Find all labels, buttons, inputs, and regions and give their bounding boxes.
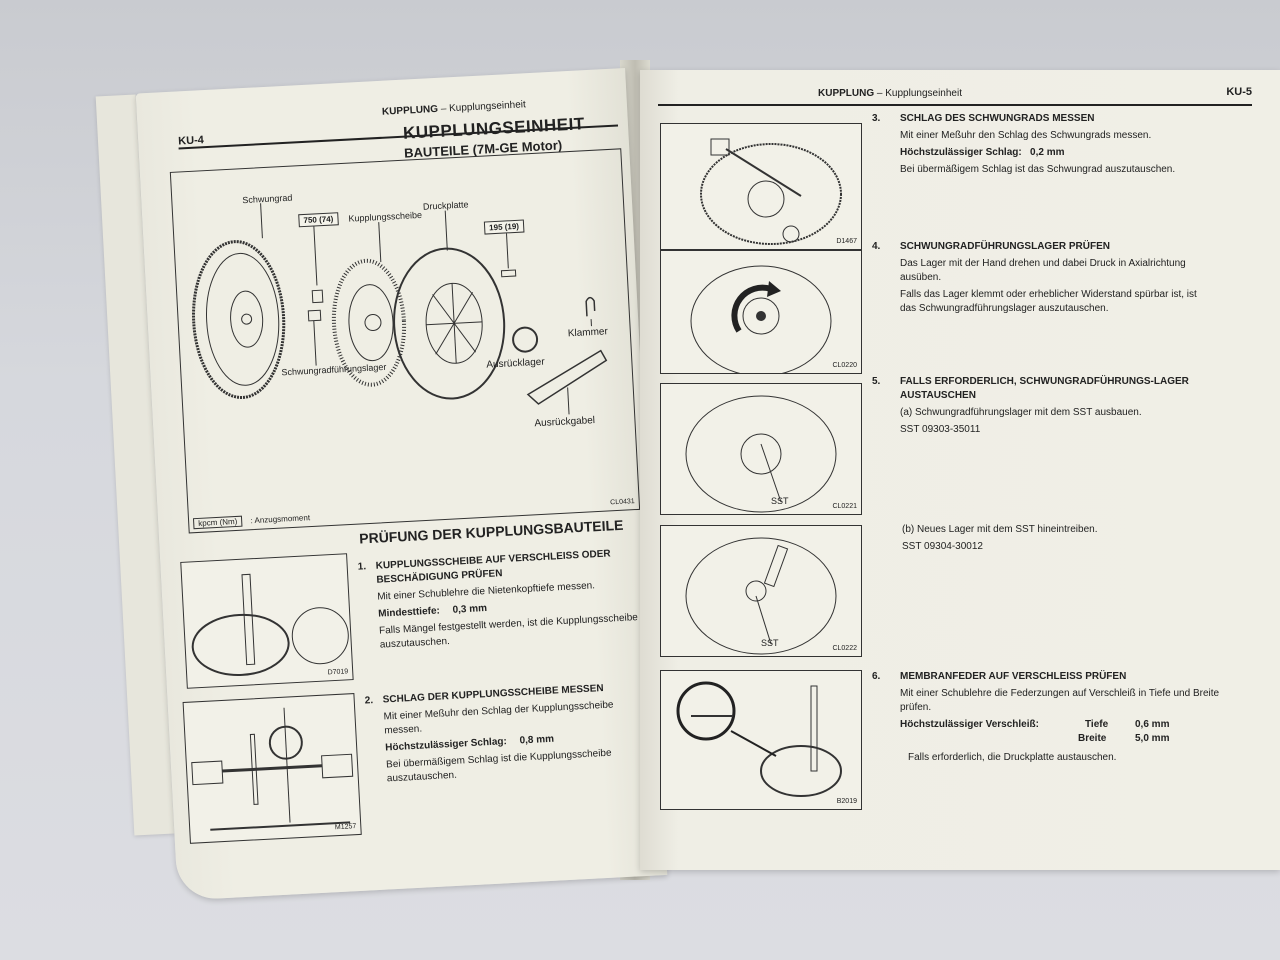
substep-a: (a) Schwungradführungslager mit dem SST …	[900, 407, 1142, 418]
right-page-header: KUPPLUNG – Kupplungseinheit KU-5	[658, 84, 1252, 110]
step-6: 6. MEMBRANFEDER AUF VERSCHLEISS PRÜFEN M…	[872, 670, 1220, 768]
step-instruction: Mit einer Schublehre die Federzungen auf…	[900, 688, 1220, 713]
step-instruction: Das Lager mit der Hand drehen und dabei …	[900, 258, 1186, 283]
step-number: 2.	[364, 695, 374, 707]
header-rule	[658, 104, 1252, 106]
torque-value-flywheel-bolt: 750 (74)	[298, 212, 339, 228]
header-section: KUPPLUNG	[381, 103, 439, 118]
substep-b: (b) Neues Lager mit dem SST hineintreibe…	[902, 524, 1098, 535]
sst-remove-bearing-illustration-icon	[685, 395, 837, 513]
header-subsection: Kupplungseinheit	[448, 99, 527, 115]
figure-step-4: CL0220	[660, 250, 862, 374]
right-page: KUPPLUNG – Kupplungseinheit KU-5 D1467 3…	[640, 70, 1280, 870]
header-subsection: – Kupplungseinheit	[876, 88, 962, 99]
figure-step-5b: SST CL0222	[660, 525, 862, 657]
figure-step-3: D1467	[660, 123, 862, 250]
left-page: KU-4 KUPPLUNG – Kupplungseinheit KUPPLUN…	[135, 68, 668, 901]
step-number: 3.	[872, 113, 881, 124]
step-1: 1. KUPPLUNGSSCHEIBE AUF VERSCHLEISS ODER…	[357, 546, 640, 655]
sst-number-a: SST 09303-35011	[900, 424, 981, 435]
components-diagram: Schwungrad 750 (74) Kupplungsscheibe Dru…	[169, 148, 641, 534]
figure-code: CL0222	[832, 645, 857, 652]
figure-code: CL0431	[610, 498, 635, 507]
step-instruction: Mit einer Meßuhr den Schlag des Schwungr…	[900, 130, 1152, 141]
spec-label: Höchstzulässiger Verschleiß:	[900, 719, 1039, 730]
step-2: 2. SCHLAG DER KUPPLUNGSSCHEIBE MESSEN Mi…	[364, 680, 647, 789]
spec-label: Höchstzulässiger Schlag:	[384, 736, 508, 754]
spec-width-label: Breite	[1078, 733, 1107, 744]
step-note: Falls erforderlich, die Druckplatte aust…	[908, 752, 1117, 763]
spec-depth-value: 0,6 mm	[1135, 719, 1170, 730]
figure-step-6: B2019	[660, 670, 862, 810]
left-page-header: KU-4 KUPPLUNG – Kupplungseinheit KUPPLUN…	[177, 86, 619, 161]
step-number: 4.	[872, 241, 881, 252]
sst-install-bearing-illustration-icon	[685, 537, 837, 655]
running-header: KUPPLUNG – Kupplungseinheit	[818, 88, 962, 99]
figure-step-2: M1257	[182, 693, 362, 844]
page-number: KU-5	[1226, 86, 1252, 98]
figure-code: B2019	[836, 798, 857, 805]
spec-depth-label: Tiefe	[1085, 719, 1109, 730]
step-heading: MEMBRANFEDER AUF VERSCHLEISS PRÜFEN	[900, 671, 1127, 682]
spec-value: 0,8 mm	[519, 733, 555, 747]
diaphragm-spring-caliper-illustration-icon	[676, 681, 842, 797]
step-5: 5. FALLS ERFORDERLICH, SCHWUNGRADFÜHRUNG…	[872, 375, 1200, 440]
sst-label: SST	[761, 638, 779, 648]
step-5b: (b) Neues Lager mit dem SST hineintreibe…	[902, 520, 1202, 557]
spec-label: Mindesttiefe:	[377, 605, 441, 620]
figure-code: M1257	[334, 823, 357, 832]
step-spec: Höchstzulässiger Schlag: 0,2 mm	[900, 146, 1200, 160]
figure-code: CL0220	[832, 362, 857, 369]
sst-number-b: SST 09304-30012	[902, 541, 983, 552]
step-number: 1.	[357, 561, 367, 573]
torque-value-cover-bolt: 195 (19)	[483, 219, 525, 235]
figure-code: CL0221	[832, 503, 857, 510]
rotate-bearing-illustration-icon	[690, 265, 832, 373]
step-heading: SCHWUNGRADFÜHRUNGSLAGER PRÜFEN	[900, 241, 1110, 252]
sst-label: SST	[771, 496, 789, 506]
figure-step-1: D7019	[180, 553, 354, 689]
running-header: KUPPLUNG – Kupplungseinheit	[381, 99, 527, 118]
flywheel-runout-illustration-icon	[700, 138, 842, 245]
figure-code: D7019	[327, 668, 349, 677]
header-section: KUPPLUNG	[818, 88, 875, 99]
spec-value: 0,2 mm	[1030, 147, 1065, 158]
step-spec: Höchstzulässiger Verschleiß: Tiefe 0,6 m…	[900, 718, 1220, 748]
spec-width-value: 5,0 mm	[1135, 733, 1170, 744]
dial-indicator-illustration-icon	[191, 707, 354, 831]
step-heading: FALLS ERFORDERLICH, SCHWUNGRADFÜHRUNGS-L…	[900, 376, 1189, 401]
step-heading: SCHLAG DES SCHWUNGRADS MESSEN	[900, 113, 1095, 124]
figure-code: D1467	[836, 238, 857, 245]
label-clip: Klammer	[567, 326, 609, 340]
spec-value: 0,3 mm	[452, 602, 488, 616]
step-note: Falls das Lager klemmt oder erheblicher …	[900, 289, 1197, 314]
figure-step-5a: SST CL0221	[660, 383, 862, 515]
step-3: 3. SCHLAG DES SCHWUNGRADS MESSEN Mit ein…	[872, 112, 1200, 180]
step-number: 5.	[872, 376, 881, 387]
spec-label: Höchstzulässiger Schlag:	[900, 147, 1022, 158]
clutch-exploded-view-icon	[192, 203, 608, 415]
step-4: 4. SCHWUNGRADFÜHRUNGSLAGER PRÜFEN Das La…	[872, 240, 1200, 319]
step-note: Bei übermäßigem Schlag ist das Schwungra…	[900, 164, 1176, 175]
step-number: 6.	[872, 671, 881, 682]
caliper-disc-illustration-icon	[191, 573, 349, 676]
